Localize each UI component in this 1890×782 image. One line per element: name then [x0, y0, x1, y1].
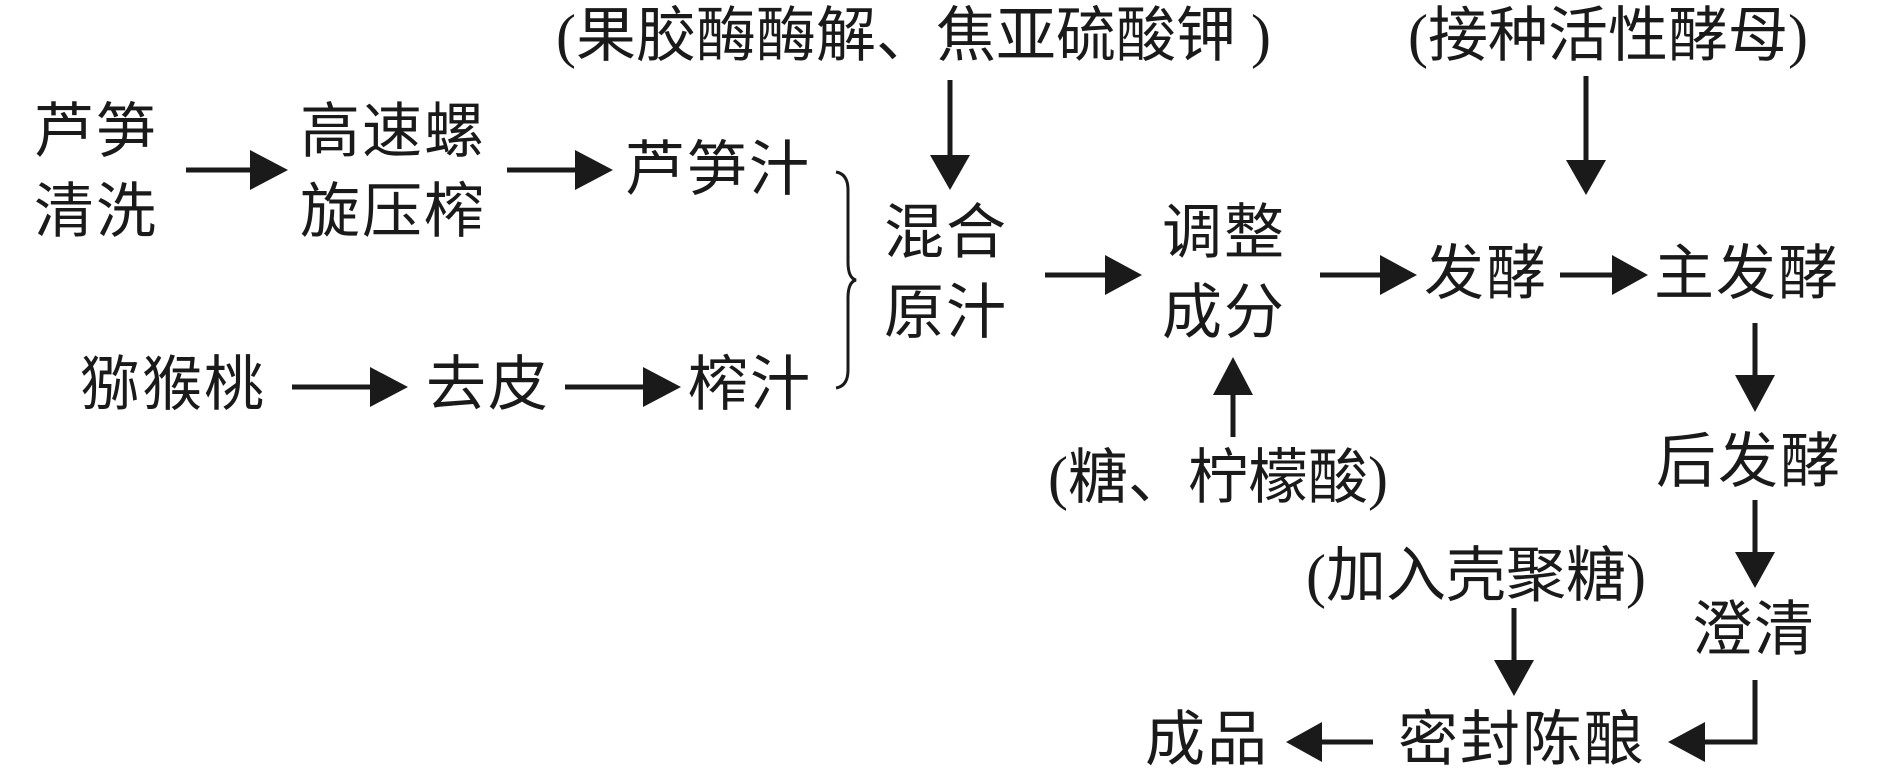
arrow-sugar-to-adjust	[1213, 357, 1253, 437]
node-peel: 去皮	[426, 345, 550, 425]
node-line: 后发酵	[1656, 429, 1842, 495]
node-line: 原汁	[884, 280, 1008, 346]
node-line: 旋压榨	[300, 179, 486, 245]
annotation-chitosan: (加入壳聚糖)	[1306, 543, 1646, 609]
node-line: 澄清	[1692, 597, 1816, 663]
node-line: 芦笋	[34, 99, 158, 165]
node-asparagus-juice: 芦笋汁	[625, 130, 811, 210]
node-line: 芦笋汁	[625, 137, 811, 203]
annotation-enzyme: (果胶酶酶解、焦亚硫酸钾 )	[556, 3, 1271, 69]
arrow-enzyme-to-mix	[930, 80, 970, 190]
arrow-wash-to-press	[186, 150, 288, 190]
node-post-ferment: 后发酵	[1656, 422, 1842, 502]
arrow-ferment-to-main	[1560, 255, 1648, 295]
arrow-post-to-clarify	[1735, 500, 1775, 588]
arrow-main-to-post	[1735, 323, 1775, 412]
merge-brace	[835, 170, 857, 390]
node-line: 成分	[1162, 280, 1286, 346]
node-line: 调整	[1162, 200, 1286, 266]
node-kiwi: 猕猴桃	[80, 345, 266, 425]
node-kiwi-juice: 榨汁	[688, 345, 812, 425]
arrow-yeast-to-main	[1566, 76, 1606, 195]
node-line: 混合	[884, 200, 1008, 266]
arrow-peel-to-juice	[565, 367, 681, 407]
node-line: 去皮	[426, 352, 550, 418]
node-adjust: 调整 成分	[1162, 193, 1286, 353]
node-main-ferment: 主发酵	[1654, 234, 1840, 314]
node-line: 猕猴桃	[80, 352, 266, 418]
annotation-yeast: (接种活性酵母)	[1408, 3, 1808, 69]
node-line: 清洗	[34, 179, 158, 245]
arrow-press-to-juice	[507, 150, 613, 190]
arrow-kiwi-to-peel	[292, 367, 408, 407]
node-mixed-juice: 混合 原汁	[884, 193, 1008, 353]
node-line: 榨汁	[688, 352, 812, 418]
node-screw-press: 高速螺 旋压榨	[300, 92, 486, 252]
node-line: 高速螺	[300, 99, 486, 165]
node-clarify: 澄清	[1692, 590, 1816, 670]
node-product: 成品	[1145, 700, 1269, 780]
node-line: 成品	[1145, 707, 1269, 773]
arrow-seal-to-product	[1286, 722, 1373, 762]
node-line: 发酵	[1424, 241, 1548, 307]
node-ferment: 发酵	[1424, 234, 1548, 314]
arrow-mix-to-adjust	[1045, 255, 1142, 295]
annotation-sugar-acid: (糖、柠檬酸)	[1048, 445, 1388, 511]
node-asparagus-wash: 芦笋 清洗	[34, 92, 158, 252]
node-line: 主发酵	[1654, 241, 1840, 307]
arrow-chitosan-to-seal	[1494, 608, 1534, 696]
node-line: 密封陈酿	[1398, 707, 1646, 773]
arrow-clarify-to-seal	[1668, 680, 1758, 762]
arrow-adjust-to-ferment	[1320, 255, 1417, 295]
node-seal-age: 密封陈酿	[1398, 700, 1646, 780]
